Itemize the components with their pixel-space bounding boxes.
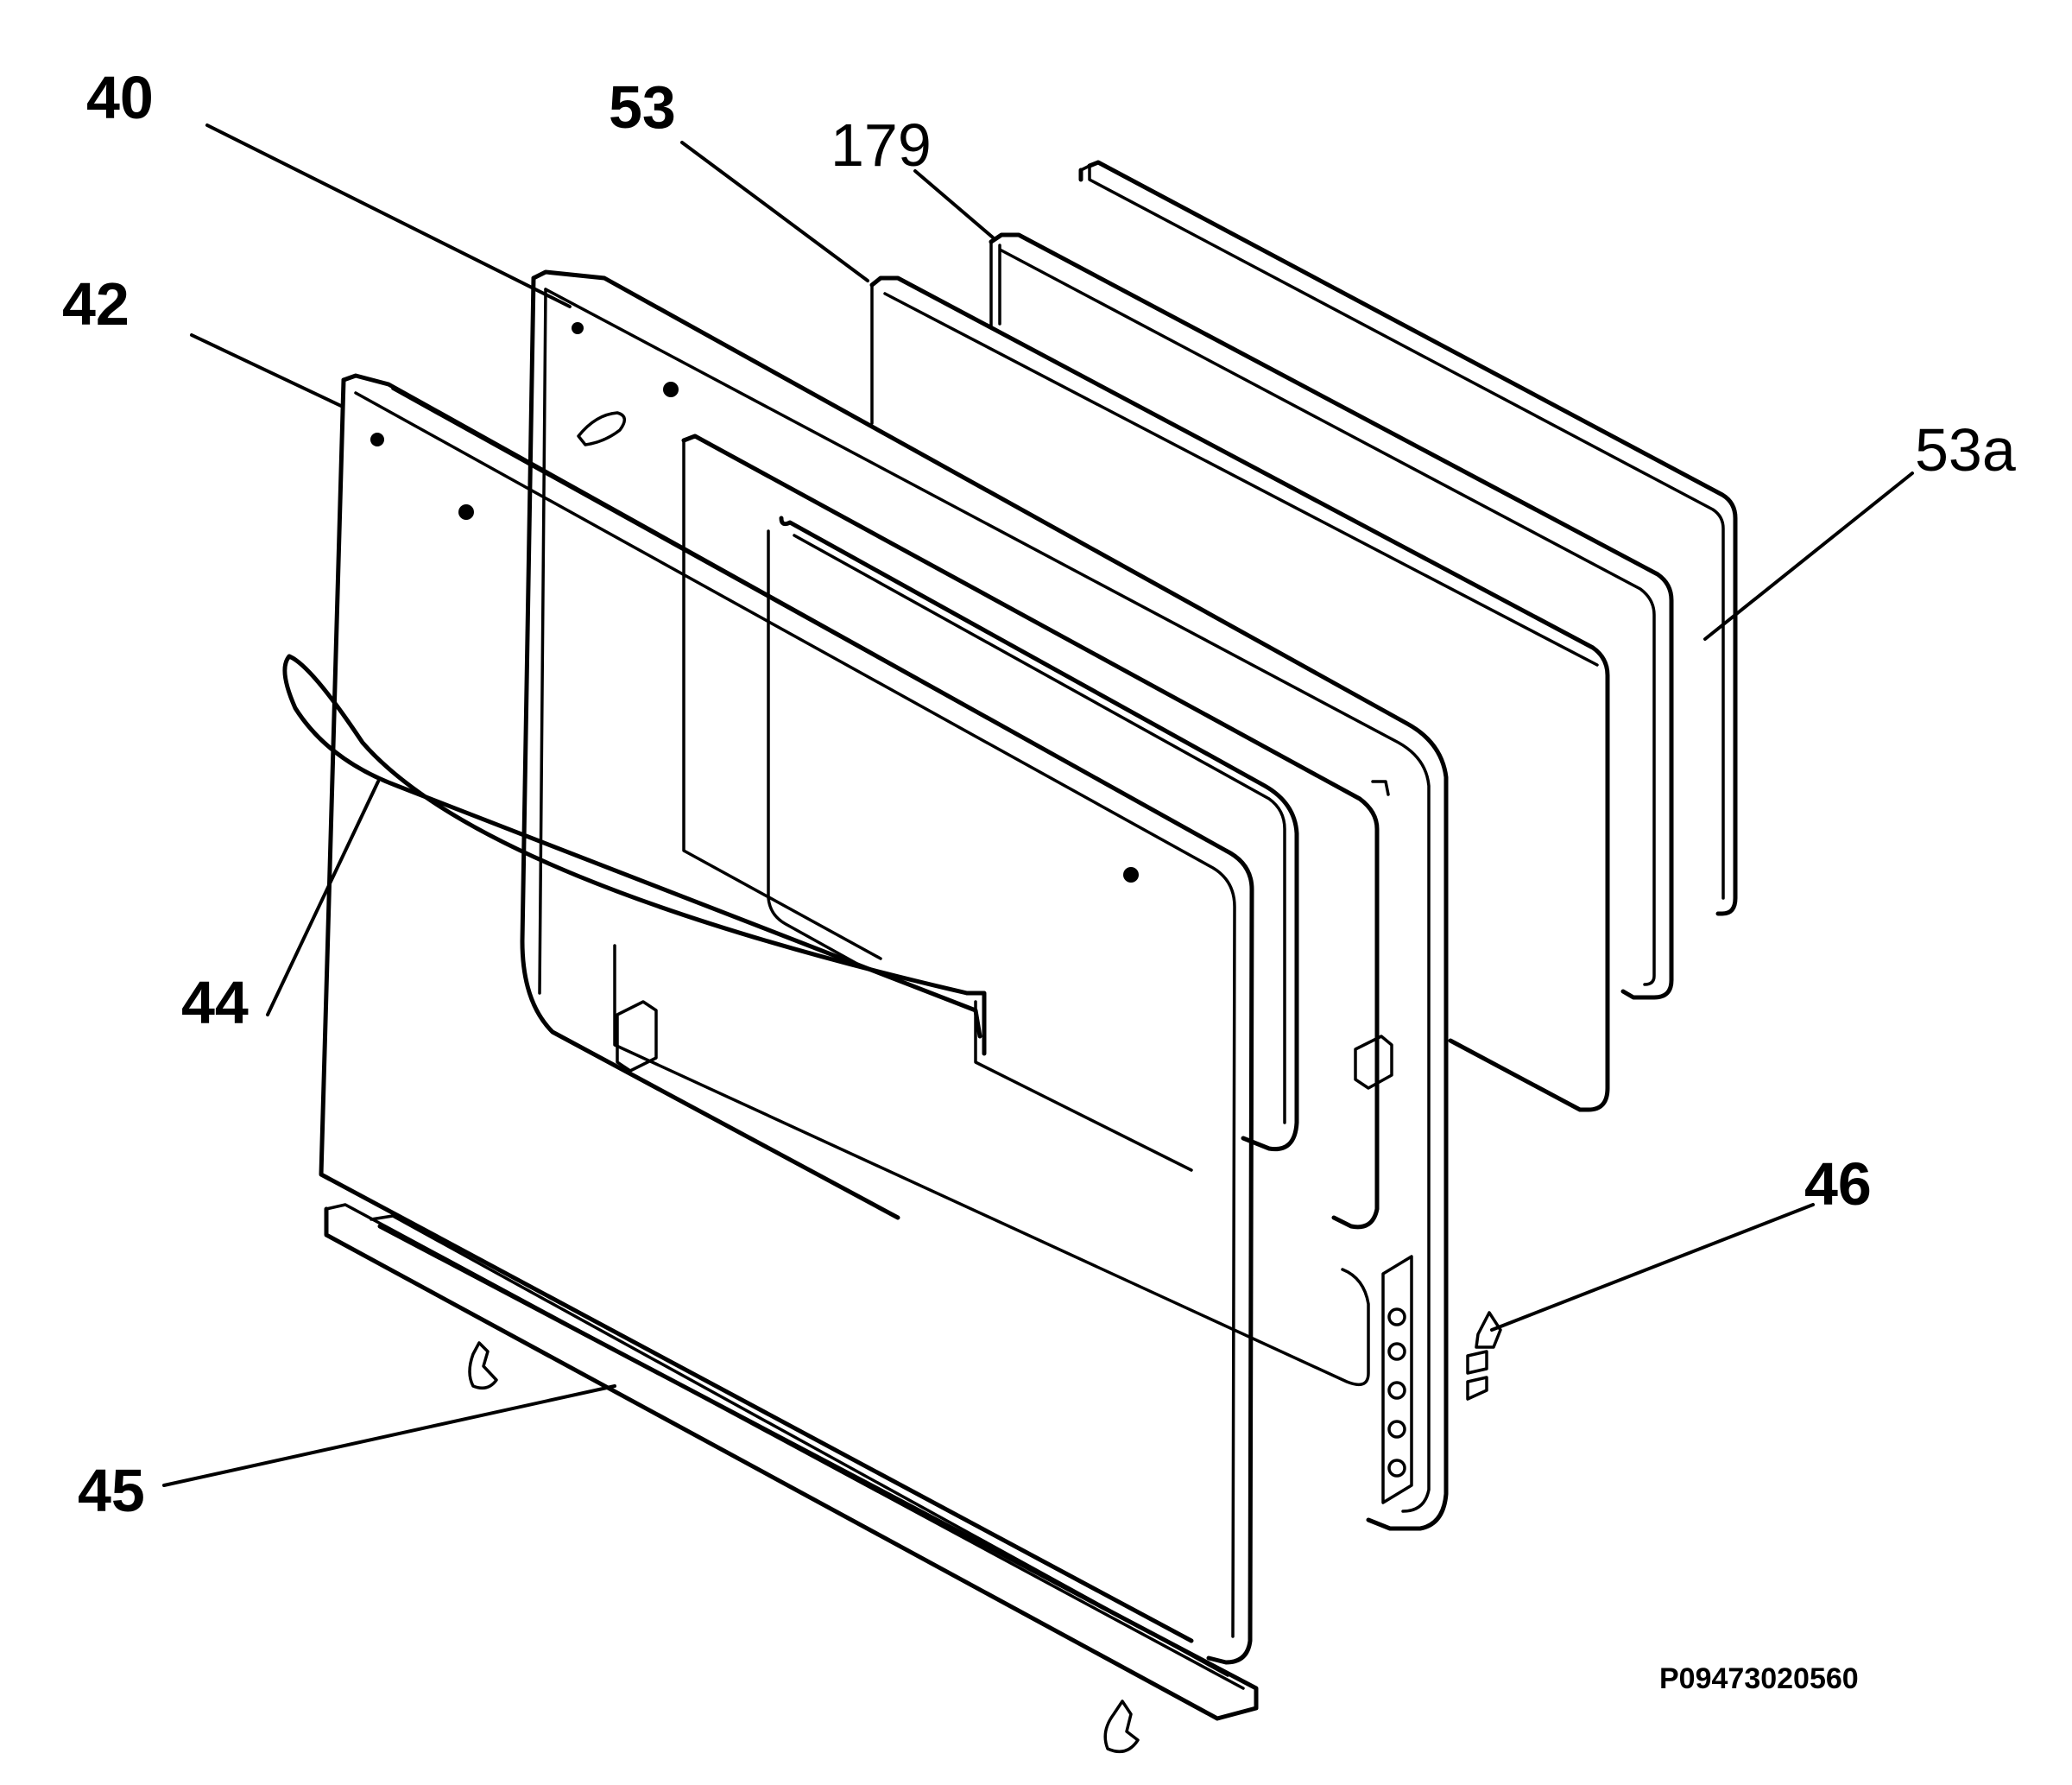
part-40-door-panel (520, 269, 1449, 1531)
leader-179 (913, 169, 995, 239)
leader-45 (162, 1384, 616, 1487)
label-53a: 53a (1915, 416, 2016, 484)
label-45: 45 (78, 1457, 145, 1524)
leader-53a (1703, 472, 1914, 641)
part-53a-rear-glass (1078, 160, 1738, 916)
part-44-handle (282, 654, 1193, 1172)
leader-lines (162, 123, 1914, 1487)
part-46-hinge (1466, 1311, 1502, 1401)
leader-53 (680, 141, 869, 282)
label-179: 179 (831, 111, 932, 179)
leader-40 (205, 123, 572, 308)
label-40: 40 (86, 64, 154, 131)
leader-42 (190, 333, 343, 408)
part-42-front-panel (319, 373, 1254, 1665)
label-42: 42 (62, 270, 130, 338)
label-53: 53 (609, 73, 676, 141)
leader-44 (266, 780, 380, 1016)
label-44: 44 (181, 969, 249, 1036)
part-53-inner-glass (869, 275, 1610, 1112)
reference-code: P09473020560 (1659, 1662, 1859, 1695)
part-45-bottom-strip (324, 1203, 1259, 1754)
leader-46 (1490, 1203, 1815, 1332)
part-179-glass-seal (989, 232, 1674, 1000)
label-46: 46 (1804, 1150, 1872, 1218)
